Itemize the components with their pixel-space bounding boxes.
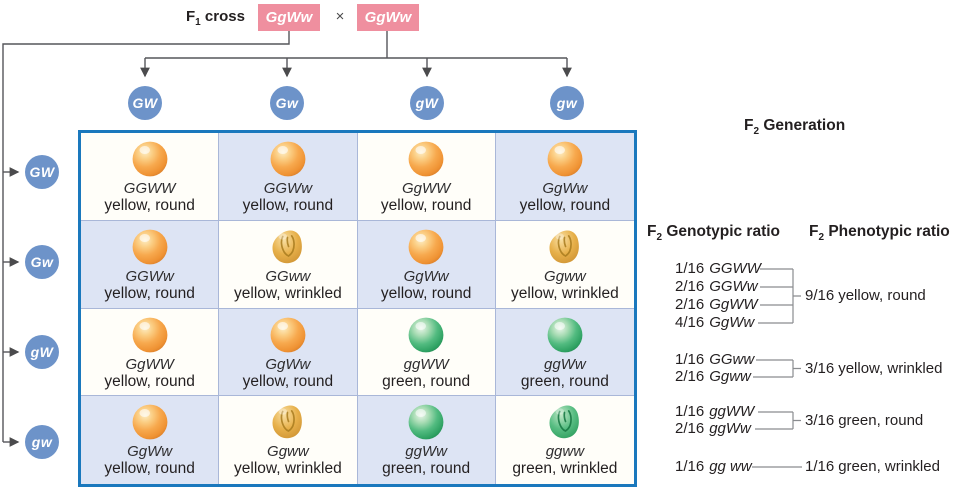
pea-yellow-round-icon — [407, 140, 445, 178]
pea-green-wrinkled-icon — [546, 403, 584, 441]
cell-genotype: GgWw — [403, 267, 449, 285]
cross-times-symbol: × — [335, 8, 345, 25]
cell-genotype: ggww — [545, 443, 585, 461]
gamete-column-GW: GW — [128, 86, 162, 120]
pea-yellow-round-icon — [131, 140, 169, 178]
pea-green-round-icon — [407, 316, 445, 354]
pea-yellow-round-icon — [546, 140, 584, 178]
gamete-row-GW: GW — [25, 155, 59, 189]
cell-phenotype: yellow, round — [104, 284, 195, 302]
cell-genotype: GgWw — [127, 443, 173, 461]
cell-genotype: GGWw — [263, 180, 313, 197]
cell-phenotype: yellow, round — [519, 197, 611, 214]
pea-green-round-icon — [546, 316, 584, 354]
cell-phenotype: yellow, wrinkled — [234, 284, 342, 302]
cell-phenotype: yellow, round — [104, 197, 195, 214]
cell-genotype: ggWw — [544, 355, 586, 373]
cell-phenotype: green, round — [382, 372, 471, 390]
cell-phenotype: yellow, round — [104, 372, 195, 390]
gamete-row-gW: gW — [25, 335, 59, 369]
parent2-genotype-box: GgWw — [357, 4, 419, 31]
f2-genotypic-ratio-heading: F2 Genotypic ratio — [647, 223, 781, 244]
gamete-row-gw: gw — [25, 425, 59, 459]
f2-phenotypic-ratio-heading: F2 Phenotypic ratio — [809, 223, 950, 244]
cell-genotype: GgWw — [542, 180, 588, 197]
pea-yellow-round-icon — [269, 316, 307, 354]
gamete-row-Gw: Gw — [25, 245, 59, 279]
cell-genotype: GgWw — [265, 355, 311, 373]
cell-genotype: ggWW — [403, 355, 449, 373]
cell-genotype: GgWW — [125, 355, 174, 373]
cell-genotype: GGWw — [125, 267, 174, 285]
pea-yellow-round-icon — [131, 228, 169, 266]
cell-genotype: Ggww — [267, 443, 309, 461]
f1-cross-label: F1 cross — [186, 8, 245, 28]
cell-phenotype: yellow, wrinkled — [234, 460, 342, 478]
cell-phenotype: green, round — [382, 460, 471, 478]
cell-phenotype: yellow, wrinkled — [511, 284, 619, 302]
gamete-column-Gw: Gw — [270, 86, 304, 120]
gamete-column-gW: gW — [410, 86, 444, 120]
f2-generation-heading: F2 Generation — [744, 117, 846, 138]
cell-genotype: Ggww — [544, 267, 586, 285]
cell-genotype: GGww — [265, 267, 311, 285]
cell-phenotype: yellow, round — [380, 197, 472, 214]
cell-phenotype: green, wrinkled — [512, 460, 618, 478]
pea-yellow-wrinkled-icon — [269, 228, 307, 266]
pea-yellow-wrinkled-icon — [546, 228, 584, 266]
cell-phenotype: yellow, round — [380, 284, 472, 302]
pea-yellow-round-icon — [269, 140, 307, 178]
cell-phenotype: yellow, round — [242, 197, 334, 214]
gamete-column-gw: gw — [550, 86, 584, 120]
pea-yellow-round-icon — [131, 316, 169, 354]
pea-yellow-round-icon — [131, 403, 169, 441]
pea-yellow-round-icon — [407, 228, 445, 266]
cell-phenotype: yellow, round — [104, 460, 195, 478]
pea-yellow-wrinkled-icon — [269, 403, 307, 441]
cell-genotype: GGWW — [123, 180, 176, 197]
pea-green-round-icon — [407, 403, 445, 441]
parent1-genotype-box: GgWw — [258, 4, 320, 31]
cell-genotype: ggWw — [405, 443, 447, 461]
cell-phenotype: green, round — [520, 372, 609, 390]
cell-phenotype: yellow, round — [242, 372, 334, 390]
cell-genotype: GgWW — [401, 180, 451, 197]
